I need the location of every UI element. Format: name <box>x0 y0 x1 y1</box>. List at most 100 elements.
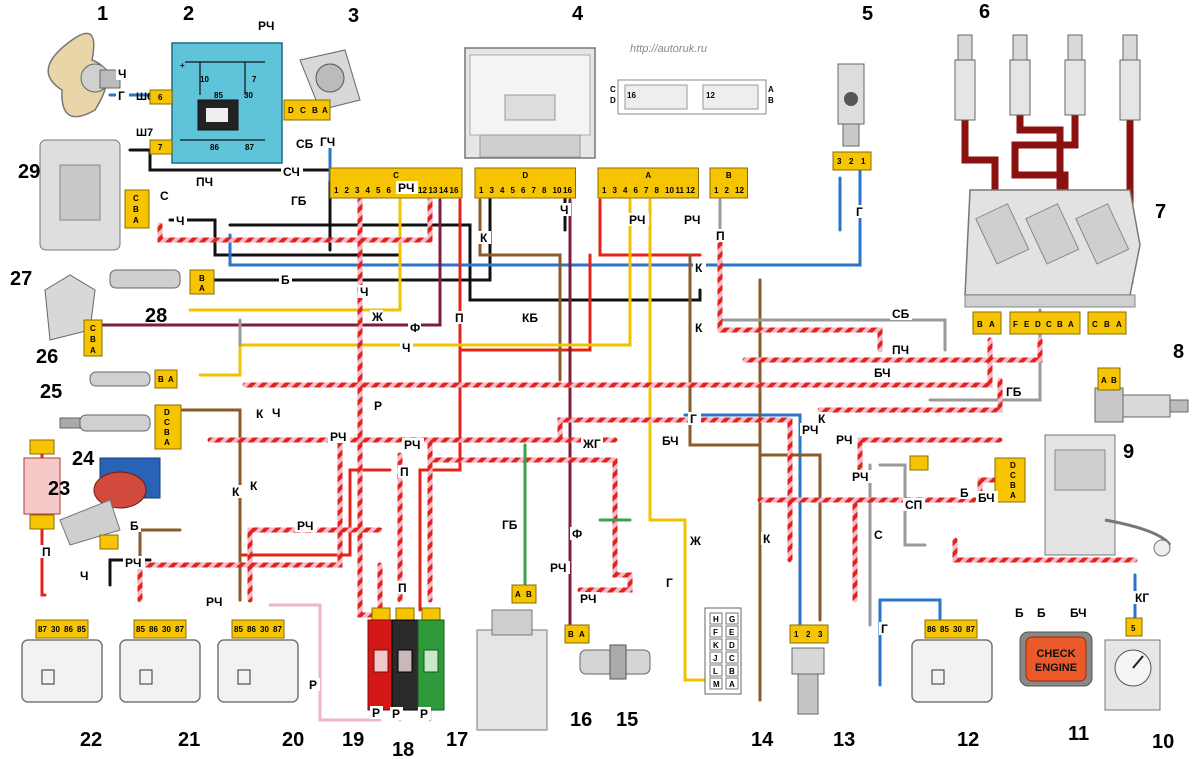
sensor-8 <box>1094 387 1189 423</box>
callout-26: 26 <box>36 346 58 368</box>
sensor-27 <box>44 274 96 341</box>
wire-label-bg <box>400 341 413 354</box>
diag-pin: E <box>729 628 735 637</box>
callout-16: 16 <box>570 709 592 731</box>
diag-pin-cell <box>709 651 723 664</box>
diag-pin: C <box>729 654 735 663</box>
component-23 <box>59 457 161 546</box>
svg-text:87: 87 <box>38 625 47 634</box>
ecu-block-letter: C <box>393 171 399 180</box>
callout-3: 3 <box>348 5 359 27</box>
wire-color-label: К <box>695 321 703 335</box>
svg-text:E: E <box>1024 320 1030 329</box>
ecu-pin: 1 <box>479 186 484 195</box>
callout-19: 19 <box>342 729 364 751</box>
wire-label-bg <box>714 229 727 242</box>
wire-label-bg <box>390 707 403 720</box>
diag-pin-cell <box>725 638 739 651</box>
wire-label-bg <box>816 412 829 425</box>
connector-3: D C B A <box>283 99 331 121</box>
diag-pin: D <box>729 641 735 650</box>
callout-11: 11 <box>1068 723 1089 745</box>
callout-1: 1 <box>97 3 108 25</box>
svg-text:C: C <box>1046 320 1052 329</box>
wire-color-label: Р <box>372 706 380 720</box>
svg-text:16: 16 <box>627 91 636 100</box>
diag-pin-cell <box>709 612 723 625</box>
wire-label-bg <box>478 231 491 244</box>
ecu-pin: 7 <box>532 186 537 195</box>
ecu-pin: 12 <box>735 186 744 195</box>
ecu-pin: 1 <box>334 186 339 195</box>
callout-13: 13 <box>833 729 855 751</box>
wire-color-label: Р <box>420 707 428 721</box>
wire-label-bg <box>396 181 418 194</box>
ecu-pin: 12 <box>686 186 695 195</box>
wire-label-bg <box>158 189 171 202</box>
sensor-28 <box>109 269 181 289</box>
wire-label-bg <box>664 576 677 589</box>
wire-color-label: КБ <box>522 311 538 325</box>
diag-pin-cell <box>725 651 739 664</box>
wire-color-label: Ч <box>360 285 368 299</box>
wire-color-label: Ч <box>402 341 410 355</box>
wire-color-label: Ч <box>118 67 126 81</box>
component-9 <box>1044 434 1172 557</box>
wire-color-label: ГБ <box>1006 385 1022 399</box>
ecu-pin: 12 <box>418 186 427 195</box>
svg-text:A: A <box>168 375 174 384</box>
wire-label-bg <box>289 194 311 207</box>
svg-text:D: D <box>1035 320 1041 329</box>
svg-text:30: 30 <box>162 625 171 634</box>
svg-text:A: A <box>322 106 328 115</box>
wire-label-bg <box>398 465 411 478</box>
svg-text:86: 86 <box>149 625 158 634</box>
wire-color-label: Г <box>856 205 863 219</box>
wire-color-label: СБ <box>296 137 314 151</box>
diag-pin: A <box>729 680 735 689</box>
svg-text:85: 85 <box>940 625 949 634</box>
wire-label-bg <box>578 592 600 605</box>
svg-text:B: B <box>768 96 774 105</box>
wire-label-bg <box>281 165 303 178</box>
wire-color-label: Б <box>1037 606 1046 620</box>
ecu-pin: 11 <box>676 186 685 195</box>
ecu-pin: 7 <box>644 186 649 195</box>
svg-text:87: 87 <box>273 625 282 634</box>
wire-label-bg <box>1004 385 1026 398</box>
callout-8: 8 <box>1173 341 1184 363</box>
relay-plug <box>149 89 173 105</box>
svg-text:F: F <box>1013 320 1018 329</box>
callout-21: 21 <box>178 729 200 751</box>
svg-text:B: B <box>526 590 532 599</box>
svg-text:86: 86 <box>927 625 936 634</box>
svg-text:30: 30 <box>260 625 269 634</box>
watermark: http://autoruk.ru <box>630 43 707 55</box>
svg-text:12: 12 <box>706 91 715 100</box>
wire-color-label: БЧ <box>978 491 995 505</box>
wire-label-bg <box>372 399 385 412</box>
wire-label-bg <box>370 706 383 719</box>
ecu-pin: 16 <box>563 186 572 195</box>
svg-text:B: B <box>1057 320 1063 329</box>
wire-color-label: Р <box>309 678 317 692</box>
wire-label-bg <box>890 307 912 320</box>
callout-27: 27 <box>10 268 32 290</box>
callout-5: 5 <box>862 3 873 25</box>
svg-text:1: 1 <box>861 157 866 166</box>
ecu-pin: 4 <box>366 186 371 195</box>
connector-15: B A <box>564 624 590 644</box>
svg-text:B: B <box>164 428 170 437</box>
wire-color-label: П <box>42 545 51 559</box>
wire-color-label: РЧ <box>404 438 420 452</box>
wire-color-label: Ж <box>371 310 383 324</box>
connector-9: D C B A <box>909 455 1026 503</box>
wire-label-bg <box>294 137 316 150</box>
wire-color-label: Б <box>130 519 139 533</box>
relay-plug-pin: 6 <box>158 93 163 102</box>
wire-label-bg <box>1068 606 1090 619</box>
ecu-pin: 6 <box>634 186 639 195</box>
